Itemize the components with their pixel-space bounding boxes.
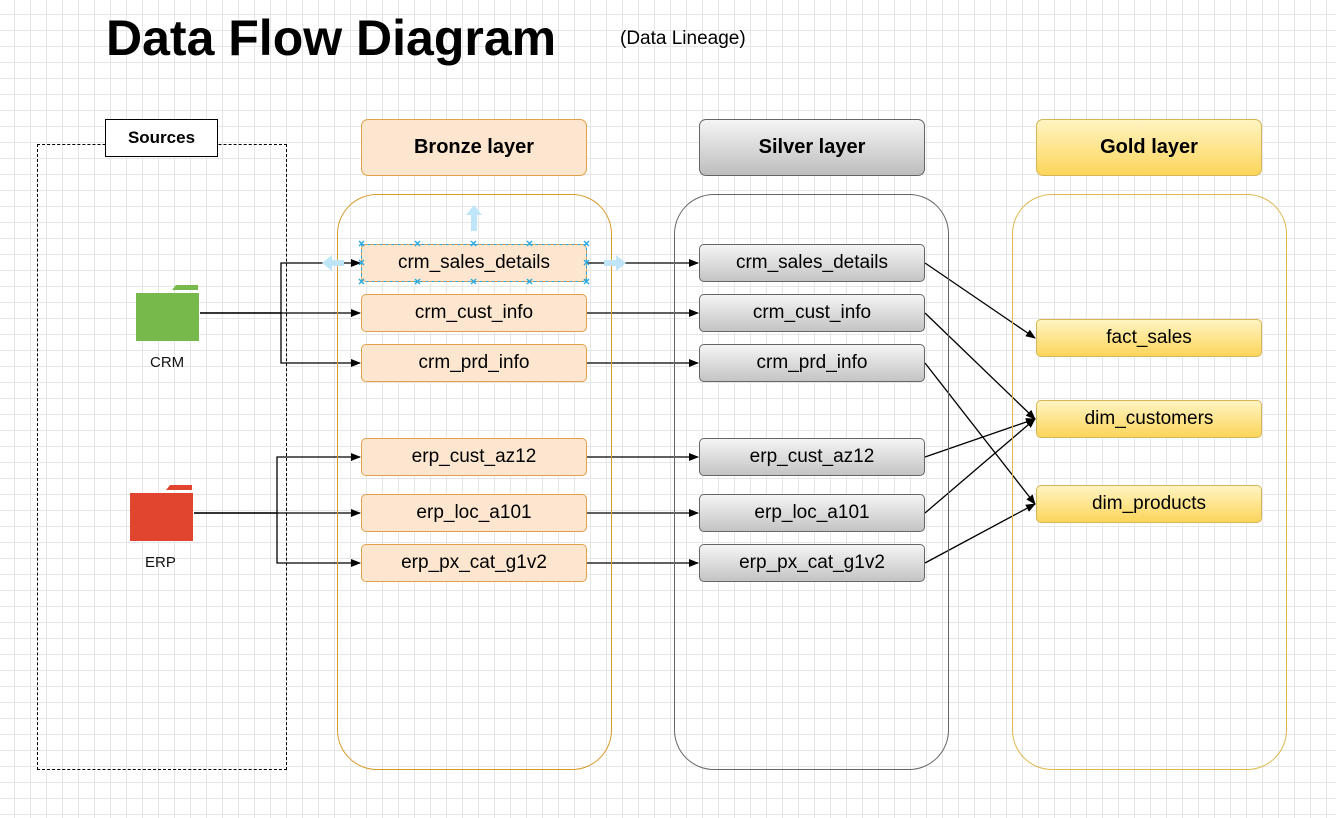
gold-node-dim-products[interactable]: dim_products — [1036, 485, 1262, 523]
bronze-node-crm-prd-info[interactable]: crm_prd_info — [361, 344, 587, 382]
gold-layer-container[interactable] — [1012, 194, 1287, 770]
bronze-node-erp-cust-az12[interactable]: erp_cust_az12 — [361, 438, 587, 476]
bronze-layer-header[interactable]: Bronze layer — [361, 119, 587, 176]
edge-source-erp-to-bronze-erp-px-cat-g1v2[interactable] — [194, 512, 361, 567]
silver-node-crm-sales-details[interactable]: crm_sales_details — [699, 244, 925, 282]
edge-silver-crm-prd-info-to-gold-dim-products[interactable] — [924, 362, 1036, 505]
gold-node-dim-customers[interactable]: dim_customers — [1036, 400, 1262, 438]
gold-node-fact-sales[interactable]: fact_sales — [1036, 319, 1262, 357]
bronze-node-crm-cust-info[interactable]: crm_cust_info — [361, 294, 587, 332]
bronze-node-crm-sales-details[interactable]: crm_sales_details — [361, 244, 587, 282]
edge-silver-crm-cust-info-to-gold-dim-customers[interactable] — [924, 312, 1036, 420]
silver-node-erp-loc-a101[interactable]: erp_loc_a101 — [699, 494, 925, 532]
bronze-layer-container[interactable] — [337, 194, 612, 770]
silver-node-crm-prd-info[interactable]: crm_prd_info — [699, 344, 925, 382]
erp-source-label: ERP — [145, 554, 176, 571]
bronze-node-erp-px-cat-g1v2[interactable]: erp_px_cat_g1v2 — [361, 544, 587, 582]
silver-layer-header[interactable]: Silver layer — [699, 119, 925, 176]
edge-silver-erp-px-cat-g1v2-to-gold-dim-products[interactable] — [924, 503, 1036, 564]
edge-silver-crm-sales-details-to-gold-fact-sales[interactable] — [924, 262, 1036, 339]
silver-node-erp-cust-az12[interactable]: erp_cust_az12 — [699, 438, 925, 476]
bronze-node-erp-loc-a101[interactable]: erp_loc_a101 — [361, 494, 587, 532]
crm-folder-icon[interactable] — [136, 284, 200, 342]
edge-silver-erp-cust-az12-to-gold-dim-customers[interactable] — [924, 418, 1036, 458]
edge-silver-erp-loc-a101-to-gold-dim-customers[interactable] — [924, 418, 1036, 514]
crm-source-label: CRM — [150, 354, 185, 371]
silver-node-erp-px-cat-g1v2[interactable]: erp_px_cat_g1v2 — [699, 544, 925, 582]
silver-layer-container[interactable] — [674, 194, 949, 770]
diagram-subtitle: (Data Lineage) — [620, 28, 746, 49]
erp-folder-icon[interactable] — [130, 484, 194, 542]
silver-node-crm-cust-info[interactable]: crm_cust_info — [699, 294, 925, 332]
diagram-title: Data Flow Diagram — [106, 10, 557, 66]
gold-layer-header[interactable]: Gold layer — [1036, 119, 1262, 176]
edge-source-crm-to-bronze-crm-prd-info[interactable] — [200, 312, 361, 367]
sources-container[interactable] — [37, 144, 287, 770]
sources-header[interactable]: Sources — [105, 119, 218, 157]
